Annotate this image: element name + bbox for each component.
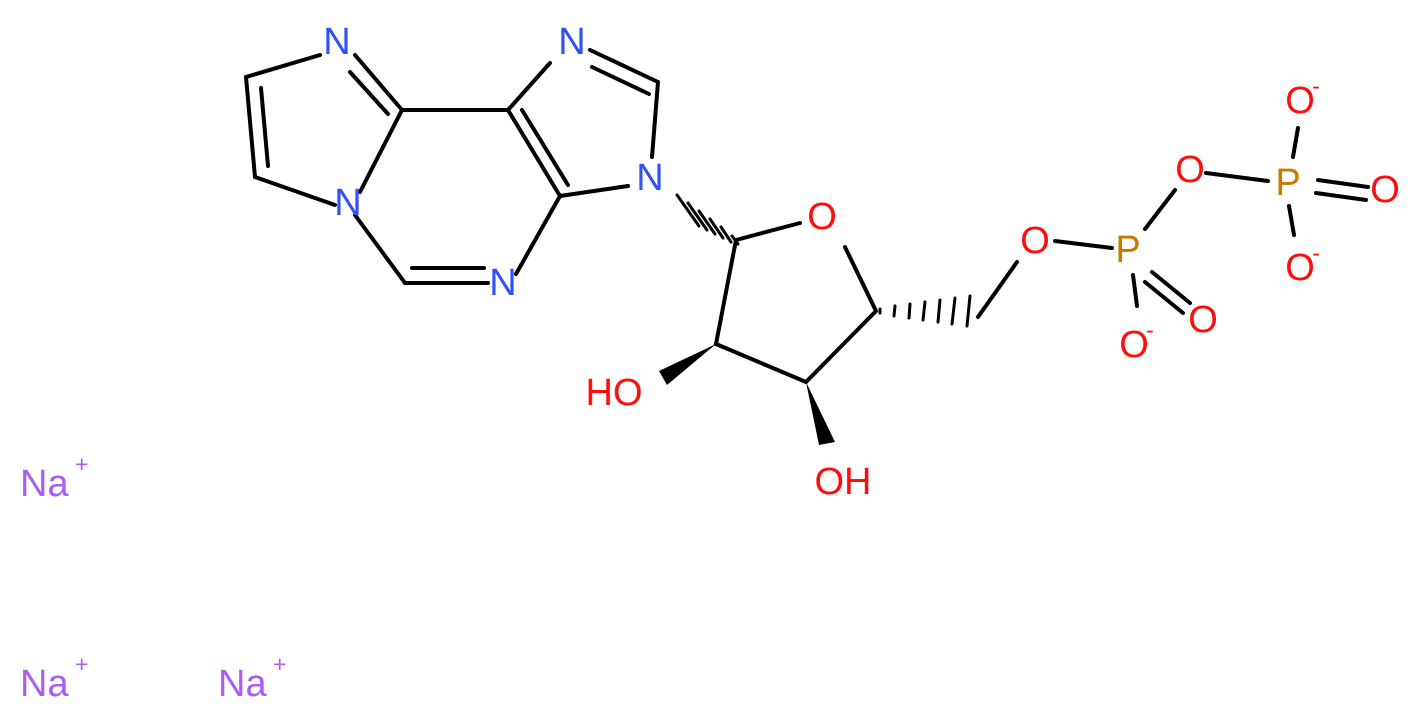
sodium-ion-2: Na — [20, 663, 69, 705]
bond-single — [244, 75, 257, 179]
atom-n-imidazo-top: N — [323, 21, 350, 63]
bond-single — [734, 221, 802, 242]
bond-single — [506, 108, 562, 198]
atom-p-beta: P — [1275, 162, 1300, 204]
hashed-wedge-bond — [675, 193, 740, 246]
atom-n-pyrimidine: N — [489, 262, 516, 304]
bond-layer — [244, 48, 1370, 384]
bond-single — [353, 213, 407, 285]
bond-single — [588, 48, 660, 84]
bond-single — [1131, 273, 1139, 308]
charge-minus: - — [1312, 73, 1320, 99]
solid-wedge-bond — [806, 382, 835, 445]
atom-n-bridgehead: N — [334, 182, 361, 224]
bond-single — [358, 108, 404, 194]
bond-single — [714, 342, 808, 384]
bond-double — [1150, 270, 1192, 305]
bond-single — [1053, 239, 1114, 250]
bond-single — [714, 238, 738, 346]
bond-single — [1204, 171, 1270, 183]
bond-double-inner — [348, 70, 390, 116]
atom-n9: N — [636, 157, 663, 199]
atom-o-beta-top: O — [1285, 80, 1315, 122]
bond-single — [976, 260, 1019, 319]
bond-single — [514, 194, 562, 276]
bond-single — [650, 80, 660, 159]
sodium-ion-1: Na — [20, 463, 69, 505]
bond-double-inner — [590, 65, 651, 96]
charge-minus: - — [1312, 240, 1320, 266]
bond-single — [1291, 126, 1300, 159]
atom-o-5prime: O — [1020, 220, 1050, 262]
sodium-ion-3: Na — [218, 663, 267, 705]
solid-wedge-bond — [659, 344, 716, 385]
bond-single — [804, 309, 878, 384]
atom-o-beta-double: O — [1370, 169, 1400, 211]
atom-o-alpha-anion: O — [1119, 324, 1149, 366]
charge-plus: + — [75, 451, 88, 477]
charge-minus: - — [1146, 317, 1154, 343]
atom-p-alpha: P — [1115, 229, 1140, 271]
atom-o-bridge: O — [1175, 149, 1205, 191]
charge-plus: + — [273, 651, 286, 677]
bond-single — [558, 184, 630, 198]
bond-single — [843, 245, 878, 313]
bond-double-inner — [520, 108, 570, 187]
atom-n-imidazole: N — [558, 21, 585, 63]
atom-oh-2prime: HO — [586, 372, 643, 414]
bond-single — [353, 53, 404, 112]
hashed-wedge-bond — [878, 294, 972, 328]
bond-double — [1316, 178, 1370, 189]
atom-o-alpha-double: O — [1188, 299, 1218, 341]
atom-oh-3prime: OH — [815, 461, 872, 503]
bond-single — [244, 53, 322, 79]
bond-double — [1314, 191, 1368, 202]
atom-o-beta-bottom: O — [1285, 247, 1315, 289]
bond-single — [253, 175, 337, 207]
bond-single — [1143, 188, 1177, 231]
bond-single — [506, 61, 552, 112]
bond-double-inner — [259, 86, 270, 168]
charge-plus: + — [75, 651, 88, 677]
bond-single — [1287, 204, 1296, 237]
atom-o-ring: O — [807, 196, 837, 238]
bond-double — [1143, 280, 1185, 315]
